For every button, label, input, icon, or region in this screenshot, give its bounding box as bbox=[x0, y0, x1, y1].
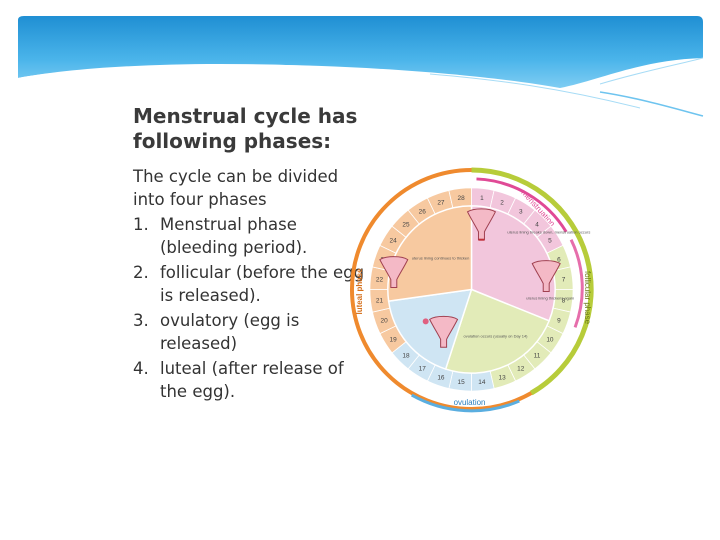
day-number: 5 bbox=[548, 238, 552, 245]
phase-text: Menstrual phase (bleeding period). bbox=[160, 215, 307, 257]
phase-item: 1. Menstrual phase (bleeding period). bbox=[133, 213, 365, 259]
day-number: 14 bbox=[478, 379, 486, 386]
phase-item: 4. luteal (after release of the egg). bbox=[133, 357, 365, 403]
phase-item: 2. follicular (before the egg is released… bbox=[133, 261, 365, 307]
day-number: 20 bbox=[380, 318, 388, 325]
slide-title: Menstrual cycle has following phases: bbox=[133, 104, 373, 154]
day-number: 19 bbox=[389, 336, 397, 343]
day-number: 1 bbox=[480, 195, 484, 202]
day-number: 28 bbox=[458, 195, 466, 202]
day-number: 11 bbox=[534, 352, 541, 359]
phase-text: follicular (before the egg is released). bbox=[160, 263, 364, 305]
day-number: 4 bbox=[535, 221, 539, 228]
day-number: 27 bbox=[437, 200, 445, 207]
caption-menstrual: uterus lining breaks down, menstruation … bbox=[507, 230, 590, 235]
phase-text: luteal (after release of the egg). bbox=[160, 359, 344, 401]
intro-text: The cycle can be divided into four phase… bbox=[133, 165, 365, 211]
phase-number: 1. bbox=[133, 213, 149, 236]
phase-number: 2. bbox=[133, 261, 149, 284]
phase-text: ovulatory (egg is released) bbox=[160, 311, 299, 353]
caption-ovulation: ovulation occurs (usually on Day 14) bbox=[464, 333, 529, 338]
day-number: 13 bbox=[498, 374, 506, 381]
day-number: 25 bbox=[402, 221, 410, 228]
caption-follicular-text: uterus lining thickens again bbox=[526, 295, 574, 300]
day-number: 9 bbox=[557, 318, 561, 325]
caption-luteal-text: uterus lining continues to thicken bbox=[412, 256, 470, 261]
day-number: 12 bbox=[517, 365, 525, 372]
day-number: 21 bbox=[376, 297, 384, 304]
day-number: 18 bbox=[402, 352, 410, 359]
arc-label-ovulation: ovulation bbox=[454, 398, 486, 407]
day-number: 2 bbox=[500, 200, 504, 207]
phase-list: 1. Menstrual phase (bleeding period). 2. f… bbox=[133, 213, 365, 403]
caption-follicular: uterus lining thickens again bbox=[526, 295, 574, 300]
day-number: 22 bbox=[376, 277, 384, 284]
arc-label-luteal: luteal phase bbox=[355, 268, 364, 315]
day-number: 24 bbox=[389, 238, 397, 245]
phase-item: 3. ovulatory (egg is released) bbox=[133, 309, 365, 355]
day-number: 7 bbox=[562, 277, 566, 284]
slide-body: The cycle can be divided into four phase… bbox=[133, 165, 365, 405]
caption-ovulation-text: ovulation occurs (usually on Day 14) bbox=[464, 333, 529, 338]
day-number: 26 bbox=[419, 209, 427, 216]
day-number: 10 bbox=[546, 336, 554, 343]
caption-menstrual-text: uterus lining breaks down, menstruation … bbox=[507, 230, 590, 235]
phase-number: 3. bbox=[133, 309, 149, 332]
menstrual-cycle-diagram: menstruation follicular phase ovulation … bbox=[344, 162, 599, 417]
caption-luteal: uterus lining continues to thicken bbox=[412, 256, 470, 261]
day-number: 15 bbox=[458, 379, 466, 386]
day-number: 16 bbox=[437, 374, 445, 381]
day-number: 3 bbox=[519, 209, 523, 216]
day-number: 17 bbox=[419, 365, 427, 372]
arc-label-follicular: follicular phase bbox=[583, 271, 592, 325]
phase-number: 4. bbox=[133, 357, 149, 380]
